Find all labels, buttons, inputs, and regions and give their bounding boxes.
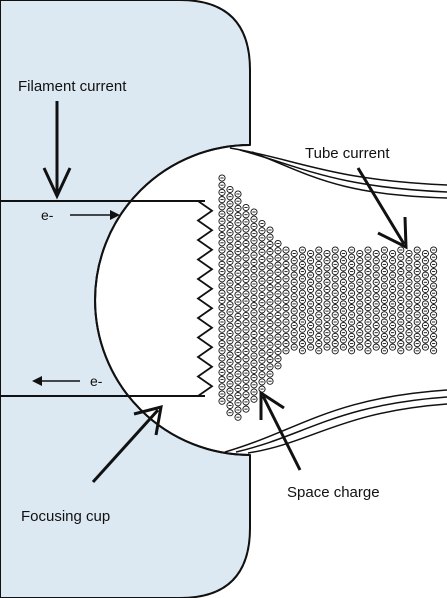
electron-in-arrowhead <box>110 210 120 220</box>
electron-out-arrowhead <box>32 376 42 386</box>
filament-coil <box>196 200 214 397</box>
focusing-cup-arrow <box>91 404 163 484</box>
envelope-upper-inner <box>251 151 447 199</box>
envelope-lower-mid <box>235 396 447 453</box>
focusing-cup-label: Focusing cup <box>21 508 110 525</box>
space-charge-arrow <box>259 390 302 471</box>
filament-current-label: Filament current <box>18 78 127 95</box>
tube-current-arrow <box>356 167 408 250</box>
electron-in-label: e- <box>41 207 54 223</box>
envelope-lower-outer <box>224 389 447 453</box>
cup-recess-arc <box>94 144 251 456</box>
envelope-lower-inner <box>247 403 447 454</box>
space-charge-cloud <box>218 174 438 421</box>
tube-current-label: Tube current <box>305 145 390 162</box>
space-charge-label: Space charge <box>287 484 380 501</box>
electron-out-label: e- <box>90 373 103 389</box>
filament-current-arrow <box>42 101 72 200</box>
